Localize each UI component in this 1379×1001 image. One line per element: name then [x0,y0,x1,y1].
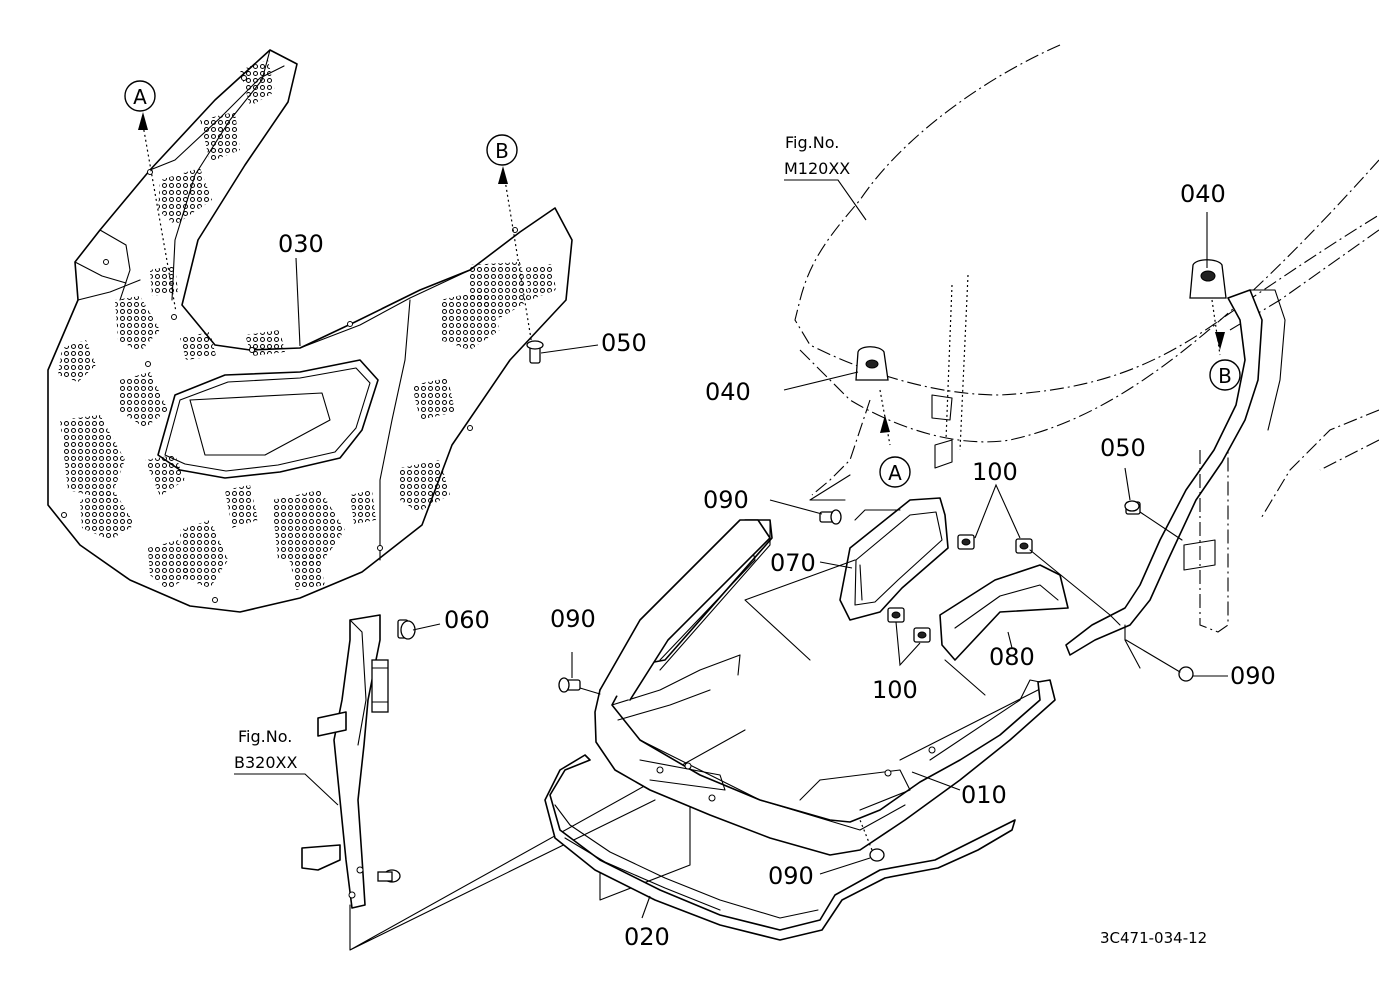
label-090-left: 090 [550,605,596,633]
bolt-090-left [558,652,601,695]
figure-ref-m120: Fig.No. M120XX [784,133,867,221]
hood-outline [794,44,1379,521]
label-020: 020 [624,923,670,951]
label-050-left: 050 [601,329,647,357]
upper-crossbar [599,519,771,701]
nuts-100-upper [957,483,1033,554]
label-090-bottom: 090 [768,862,814,890]
label-060: 060 [444,606,490,634]
drawing-code: 3C471-034-12 [1100,929,1207,947]
b320-code: B320XX [234,753,297,772]
figure-ref-b320: Fig.No. B320XX [234,727,339,806]
reference-line-left [349,729,746,951]
label-040-right: 040 [1180,180,1226,208]
bolt-090-right [1125,639,1228,682]
leader-020 [641,895,651,919]
label-040-middle: 040 [705,378,751,406]
bottom-plate [544,754,1016,941]
marker-a-top-label: A [133,85,147,109]
bolt-090-bottom [819,819,885,875]
marker-b-bottom-label: B [1218,364,1232,388]
rubber-stopper-040-right [1189,212,1227,356]
nuts-100-lower [887,607,931,667]
marker-b-top-label: B [495,139,509,163]
marker-a-top: A [124,80,177,313]
m120-title: Fig.No. [785,133,839,152]
front-grille-panel [47,49,573,613]
m120-code: M120XX [784,159,850,178]
label-050-right: 050 [1100,434,1146,462]
marker-b-top: B [486,134,533,346]
support-bracket-post [301,614,441,909]
marker-b-bottom: B [1209,359,1241,391]
bolt-050-left [526,340,599,364]
label-090-right: 090 [1230,662,1276,690]
label-030: 030 [278,230,324,258]
marker-a-bottom: A [879,456,911,488]
front-cowl-frame [594,519,1056,856]
bracket-070 [819,497,949,621]
label-080: 080 [989,643,1035,671]
label-010: 010 [961,781,1007,809]
hood-latch-stud [931,274,969,469]
label-100-upper: 100 [972,458,1018,486]
bolt-090-upper [769,499,842,525]
rubber-stopper-040-middle [783,346,891,446]
right-side-frame [1065,289,1286,669]
bolt-050-right [1124,467,1183,541]
bracket-080 [939,564,1069,661]
b320-title: Fig.No. [238,727,292,746]
label-100-lower: 100 [872,676,918,704]
label-070: 070 [770,549,816,577]
leader-030 [295,257,301,347]
label-090-upper: 090 [703,486,749,514]
marker-a-bottom-label: A [888,461,902,485]
